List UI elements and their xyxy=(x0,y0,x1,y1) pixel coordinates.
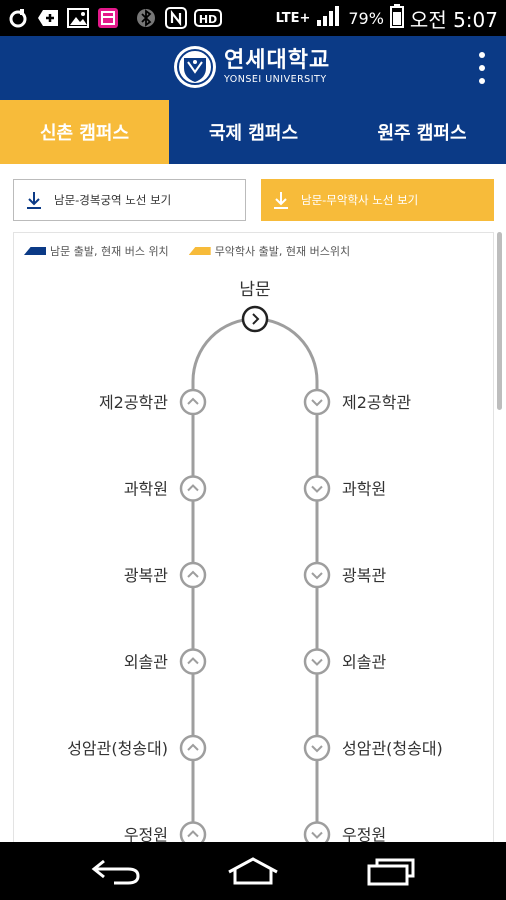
chevron-right-icon xyxy=(252,313,260,325)
svg-text:HD: HD xyxy=(199,13,217,26)
download-arrow-icon xyxy=(261,190,301,210)
app-header: 연세대학교 YONSEI UNIVERSITY xyxy=(0,36,506,100)
stop-marker-right xyxy=(303,388,331,416)
chevron-down-icon xyxy=(311,399,323,407)
chevron-down-icon xyxy=(311,485,323,493)
chevron-up-icon xyxy=(187,657,199,665)
university-logo: 연세대학교 YONSEI UNIVERSITY xyxy=(172,44,330,90)
tab-sinchon-campus[interactable]: 신촌 캠퍼스 xyxy=(0,100,169,164)
chevron-down-icon xyxy=(311,745,323,753)
stop-marker-right xyxy=(303,561,331,589)
chevron-up-icon xyxy=(187,743,199,751)
stop-label-left: 광복관 xyxy=(124,566,168,585)
notification-icons: HD xyxy=(6,6,222,30)
battery-icon xyxy=(389,4,404,33)
add-box-icon xyxy=(36,6,60,30)
legend-item-south-gate: 남문 출발, 현재 버스 위치 xyxy=(24,243,169,259)
stop-marker-right xyxy=(303,821,331,843)
battery-percent: 79% xyxy=(348,9,384,28)
system-indicators: LTE+ 79% 오전 5:07 xyxy=(276,4,498,33)
stop-marker-right xyxy=(303,648,331,675)
stop-label-left: 성암관(청송대) xyxy=(67,739,168,758)
route-button-label: 남문-무악학사 노선 보기 xyxy=(301,193,419,207)
chevron-up-icon xyxy=(187,570,199,578)
stop-marker-left xyxy=(179,561,207,589)
legend-item-muak-dorm: 무악학사 출발, 현재 버스위치 xyxy=(188,243,350,259)
recent-apps-icon[interactable] xyxy=(361,854,421,888)
route-gyeongbokgung-button[interactable]: 남문-경복궁역 노선 보기 xyxy=(13,179,246,221)
stop-label-right: 과학원 xyxy=(342,480,386,499)
stop-marker-right xyxy=(303,734,331,762)
stop-marker-left xyxy=(179,648,207,675)
university-name-kr: 연세대학교 xyxy=(224,47,331,73)
nfc-icon xyxy=(164,6,188,30)
yonsei-emblem-icon xyxy=(174,46,216,88)
gallery-icon xyxy=(66,6,90,30)
chevron-up-icon xyxy=(187,830,199,838)
signal-icon xyxy=(316,5,342,32)
stop-label-left: 과학원 xyxy=(124,480,168,499)
calendar-icon xyxy=(96,6,120,30)
tab-international-campus[interactable]: 국제 캠퍼스 xyxy=(208,123,299,144)
stop-label-top: 남문 xyxy=(239,280,270,300)
route-button-row: 남문-경복궁역 노선 보기 남문-무악학사 노선 보기 xyxy=(13,179,494,221)
route-line xyxy=(191,317,319,843)
scrollbar[interactable] xyxy=(497,232,502,410)
route-muak-dorm-button[interactable]: 남문-무악학사 노선 보기 xyxy=(261,179,494,221)
stop-marker-left xyxy=(179,475,207,502)
stop-label-right: 외솔관 xyxy=(342,653,386,672)
university-name-en: YONSEI UNIVERSITY xyxy=(224,73,327,85)
stop-label-right: 성암관(청송대) xyxy=(342,739,443,758)
clock: 오전 5:07 xyxy=(409,8,498,32)
download-arrow-icon xyxy=(14,190,54,210)
status-bar: HD LTE+ 79% 오전 5:07 xyxy=(0,0,506,36)
bluetooth-icon xyxy=(134,6,158,30)
chevron-down-icon xyxy=(311,572,323,580)
stop-marker-right xyxy=(303,475,331,502)
blue-bus-marker-icon xyxy=(24,247,46,255)
legend: 남문 출발, 현재 버스 위치 무악학사 출발, 현재 버스위치 xyxy=(24,243,370,259)
back-icon[interactable] xyxy=(86,854,146,888)
home-icon[interactable] xyxy=(223,854,283,888)
route-button-label: 남문-경복궁역 노선 보기 xyxy=(54,193,172,207)
hd-icon: HD xyxy=(194,6,222,30)
chevron-up-icon xyxy=(187,484,199,492)
stop-label-left: 우정원 xyxy=(124,826,168,844)
system-nav-bar xyxy=(0,842,506,900)
stop-label-left: 외솔관 xyxy=(124,653,168,672)
yellow-bus-marker-icon xyxy=(188,247,211,255)
o-icon xyxy=(6,6,30,30)
overflow-menu-icon[interactable] xyxy=(472,48,492,88)
tab-wonju-campus[interactable]: 원주 캠퍼스 xyxy=(377,123,467,144)
stop-label-right: 제2공학관 xyxy=(342,393,411,412)
stop-marker-left xyxy=(179,734,207,762)
campus-tabs: 신촌 캠퍼스 국제 캠퍼스 원주 캠퍼스 xyxy=(0,100,506,164)
stop-label-right: 광복관 xyxy=(342,566,386,585)
stop-label-left: 제2공학관 xyxy=(99,393,168,412)
stop-marker-left xyxy=(179,388,207,416)
chevron-up-icon xyxy=(187,397,199,405)
stop-label-right: 우정원 xyxy=(342,826,386,844)
chevron-down-icon xyxy=(311,658,323,666)
lte-icon: LTE+ xyxy=(275,11,311,26)
chevron-down-icon xyxy=(311,831,323,839)
top-stop-marker xyxy=(241,305,269,333)
